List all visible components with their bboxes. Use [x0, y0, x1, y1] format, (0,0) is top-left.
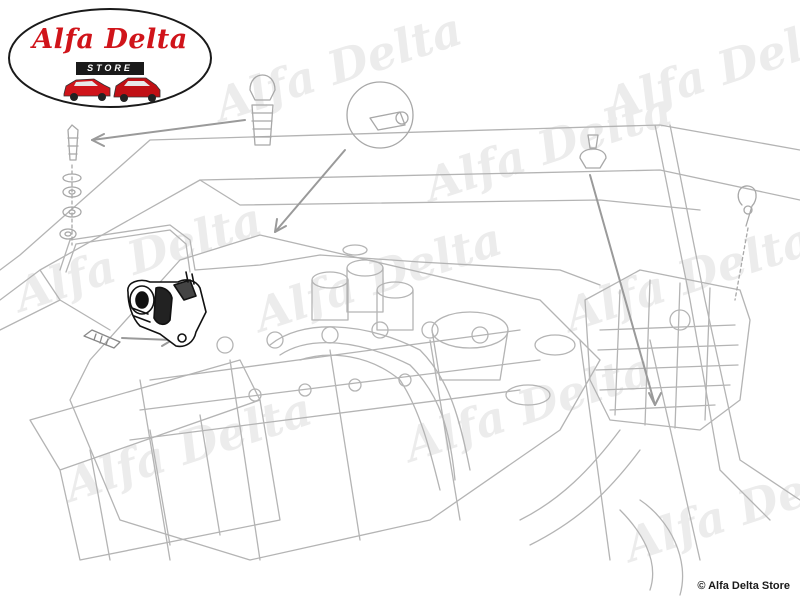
logo-store-label: STORE	[76, 62, 144, 75]
engine-block	[69, 234, 601, 561]
bolt	[83, 329, 121, 349]
air-intake	[29, 359, 684, 596]
logo-title: Alfa Delta	[32, 24, 188, 55]
heater-mesh-panel	[584, 269, 751, 431]
highlighted-thermostat-housing	[127, 271, 207, 348]
brand-logo[interactable]: Alfa Delta STORE	[6, 6, 214, 110]
red-car-icon	[63, 78, 111, 101]
logo-oval	[8, 8, 212, 108]
coolant-hose	[59, 224, 601, 286]
hose-clip	[734, 185, 757, 301]
round-cap	[346, 81, 414, 149]
fluid-reservoirs	[311, 244, 576, 406]
copyright-notice: © Alfa Delta Store	[697, 580, 790, 592]
leader-arrows	[91, 119, 662, 406]
grommet	[579, 134, 607, 169]
rubber-bump-stop	[249, 74, 276, 146]
red-car-icon	[113, 77, 161, 102]
body-panels	[0, 124, 800, 561]
screw-washer-stack	[59, 124, 82, 246]
